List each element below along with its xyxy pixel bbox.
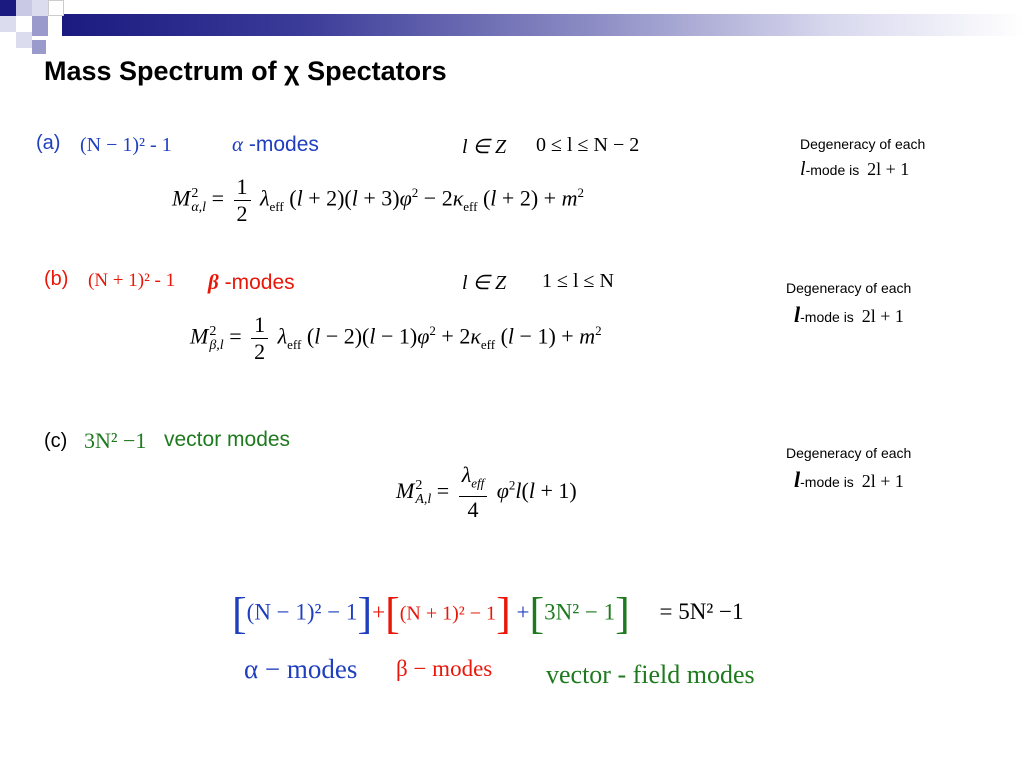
section-a-mode-word: -modes [248,133,319,156]
section-b-range-bounds: 1 ≤ l ≤ N [542,270,614,292]
deco-square [16,32,32,48]
formula-a-lhs: M [172,185,191,211]
degeneracy-value: 2l + 1 [861,306,904,326]
summary-label-vector: vector - field modes [546,660,755,689]
section-b-label: (b) [44,268,69,290]
degeneracy-text: Degeneracy of each [786,445,912,461]
summary-label-alpha: α − modes [244,654,358,684]
summary-result: = 5N² −1 [659,599,744,625]
deco-square [48,0,64,16]
section-c-label: (c) [44,430,68,452]
beta-symbol: β [208,270,219,294]
deco-square [0,0,16,16]
degeneracy-mid: -mode is [800,474,854,490]
section-a-label: (a) [36,132,61,154]
degeneracy-mid: -mode is [800,309,854,325]
degeneracy-l: l [794,302,801,327]
summary-term-beta: (N + 1)² − 1 [399,602,497,625]
formula-b-sub: β,l [209,337,224,353]
slide-title: Mass Spectrum of χ Spectators [44,56,447,86]
degeneracy-text: Degeneracy of each [800,136,926,152]
header-banner [62,14,1024,36]
formula-c-lhs: M [396,477,415,503]
formula-b-lhs: M [190,323,209,349]
degeneracy-value: 2l + 1 [867,159,910,179]
degeneracy-l: l [800,158,806,180]
formula-a-sub: α,l [191,199,207,215]
section-a-degeneracy: Degeneracy of each l-mode is 2l + 1 [800,136,925,181]
degeneracy-value: 2l + 1 [861,471,904,491]
deco-square [16,16,32,32]
deco-square [32,16,48,36]
section-b-range-l: l ∈ Z [462,272,507,294]
deco-square [16,0,32,16]
section-a-range-bounds: 0 ≤ l ≤ N − 2 [536,134,640,156]
section-b-degeneracy: Degeneracy of each l-mode is 2l + 1 [786,280,911,328]
section-a-count: (N − 1)² - 1 [80,134,172,156]
section-c-mode-word: vector modes [164,428,291,451]
summary-term-alpha: (N − 1)² − 1 [246,599,358,625]
section-a-modes: α -modes [232,132,319,157]
degeneracy-mid: -mode is [805,162,860,178]
summary-label-beta: β − modes [396,656,493,681]
section-b-modes: β -modes [208,270,295,295]
deco-square [0,16,16,32]
section-c-degeneracy: Degeneracy of each l-mode is 2l + 1 [786,445,911,493]
section-b-mode-word: -modes [224,271,295,294]
degeneracy-l: l [794,467,801,492]
formula-c-sub: A,l [415,491,432,507]
degeneracy-text: Degeneracy of each [786,280,912,296]
alpha-symbol: α [232,132,244,156]
section-c-count: 3N² −1 [84,428,147,453]
deco-square [32,40,46,54]
section-a-range-l: l ∈ Z [462,136,507,158]
summary-equation: [(N − 1)² − 1]+[(N + 1)² − 1] +[3N² − 1]… [232,589,744,638]
summary-term-vector: 3N² − 1 [544,599,616,625]
section-b-count: (N + 1)² - 1 [88,270,176,291]
